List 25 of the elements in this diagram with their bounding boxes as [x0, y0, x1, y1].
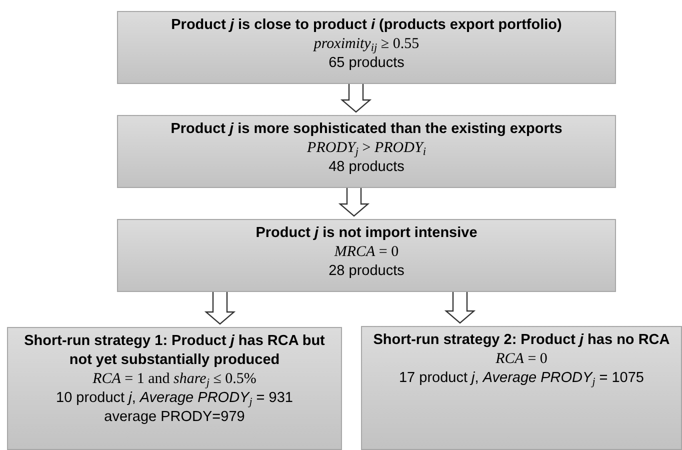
process-box	[117, 219, 616, 292]
process-box	[7, 327, 342, 450]
result-text: average PRODY=979	[104, 408, 245, 427]
result-text: 48 products	[328, 158, 404, 178]
block-arrow	[338, 187, 370, 217]
process-box	[117, 11, 616, 84]
condition-formula: proximity$_{ij}$ ≥ 0.55	[314, 34, 420, 54]
result-text: 17 product j, Average PRODY$_{j}$ = 1075	[398, 369, 644, 388]
process-box	[117, 115, 616, 188]
result-text: 28 products	[328, 262, 404, 282]
block-arrow	[340, 83, 372, 113]
condition-formula: RCA = 1 and share$_{j}$ ≤ 0.5%	[92, 370, 256, 390]
result-text: 10 product j, Average PRODY$_{j}$ = 931	[56, 389, 293, 408]
box-heading: Short-run strategy 2: Product j has no RCA	[373, 331, 670, 350]
condition-formula: MRCA = 0	[334, 242, 399, 262]
result-text: 65 products	[328, 54, 404, 74]
box-heading: Product j is close to product i (products export portfolio)	[171, 16, 562, 35]
process-box	[361, 326, 682, 450]
block-arrow	[204, 291, 236, 325]
box-heading: Product j is more sophisticated than the existing exports	[170, 120, 562, 139]
condition-formula: RCA = 0	[496, 350, 548, 369]
box-heading: Short-run strategy 1: Product j has RCA but not yet substantially produced	[23, 332, 326, 370]
block-arrow	[444, 291, 476, 324]
box-heading: Product j is not import intensive	[256, 224, 478, 243]
condition-formula: PRODY$_{j}$ > PRODY$_{i}$	[307, 138, 426, 158]
